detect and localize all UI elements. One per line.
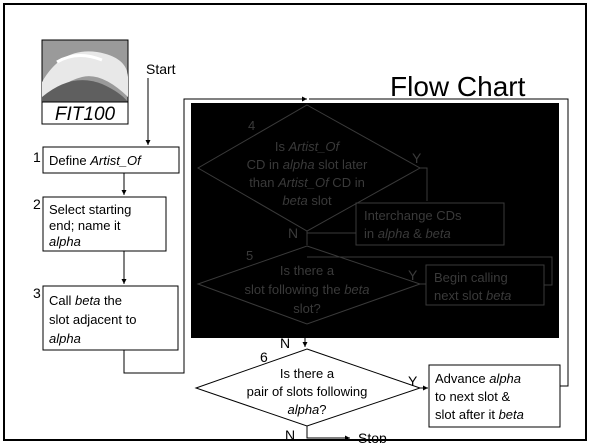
dec6-yes: Y — [408, 373, 418, 389]
advance-line3: slot after it beta — [435, 407, 524, 422]
dec5-line1: Is there a — [280, 263, 335, 278]
dec4-line2: CD in alpha slot later — [247, 157, 368, 172]
step1-box — [42, 146, 180, 174]
step1-number: 1 — [33, 149, 41, 165]
dec4-line1: Is Artist_Of — [275, 139, 341, 154]
dec4-yes: Y — [412, 150, 422, 166]
dec4-no: N — [288, 225, 298, 241]
interchange-line2: in alpha & beta — [364, 226, 451, 241]
arrow-6-stop — [306, 426, 350, 441]
logo-text: FIT100 — [55, 104, 116, 125]
obscured-overlay — [191, 103, 559, 338]
step2-number: 2 — [33, 196, 41, 212]
step2-box — [42, 196, 167, 252]
step3-line2: slot adjacent to — [49, 312, 136, 327]
step2-line2: end; name it — [49, 218, 121, 233]
dec6-line3: alpha? — [287, 402, 326, 417]
page-title: Flow Chart — [390, 71, 526, 102]
dec4-line4: beta slot — [282, 193, 332, 208]
step1-text: Define Artist_Of — [49, 153, 142, 168]
start-label: Start — [146, 61, 176, 77]
obscured-content: 4 Is Artist_Of CD in alpha slot later th… — [196, 104, 553, 325]
step3-line1: Call beta the — [49, 293, 122, 308]
stop-label: Stop — [358, 430, 387, 443]
dec5-number: 5 — [246, 248, 253, 263]
advance-line1: Advance alpha — [435, 371, 521, 386]
step3-number: 3 — [33, 285, 41, 301]
dec6-line1: Is there a — [280, 366, 335, 381]
dec4-number: 4 — [248, 118, 255, 133]
loop-connector-advance — [309, 98, 569, 387]
dec5-yes: Y — [408, 267, 418, 283]
advance-line2: to next slot & — [435, 389, 510, 404]
slide-frame: FIT100 Flow Chart Start 1 Define Artist_… — [3, 3, 587, 443]
dec5-diamond — [196, 245, 422, 325]
dec5-line2: slot following the beta — [244, 282, 369, 297]
step2-line3: alpha — [49, 234, 81, 249]
dec6-no: N — [285, 427, 295, 443]
interchange-box — [355, 202, 505, 246]
dec4-line3: than Artist_Of CD in — [249, 175, 365, 190]
fit100-logo: FIT100 — [41, 39, 129, 125]
dec6-number: 6 — [260, 349, 268, 365]
dec6-line2: pair of slots following — [247, 384, 368, 399]
dec5-no: N — [280, 335, 290, 351]
step2-line1: Select starting — [49, 202, 131, 217]
step3-line3: alpha — [49, 331, 81, 346]
begin-line2: next slot beta — [434, 288, 511, 303]
interchange-line1: Interchange CDs — [364, 208, 462, 223]
step3-box — [42, 285, 179, 351]
dec5-line3: slot? — [293, 301, 320, 316]
begin-line1: Begin calling — [434, 270, 508, 285]
advance-box — [428, 364, 561, 428]
loop-connector-step3 — [123, 96, 307, 374]
